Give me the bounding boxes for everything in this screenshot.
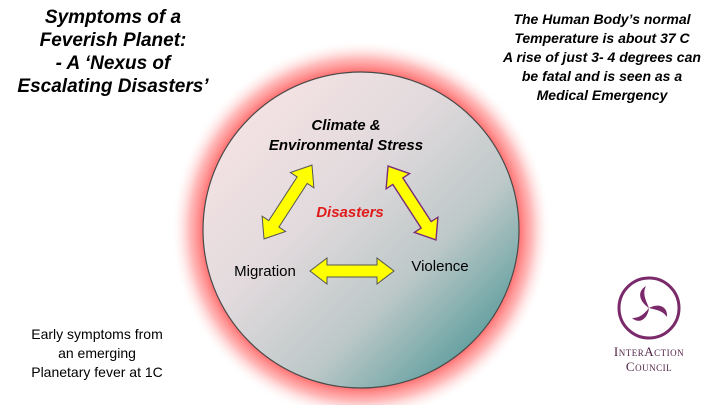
title-line: Symptoms of a [44, 7, 182, 28]
note-line: A rise of just 3- 4 degrees can [503, 49, 701, 65]
logo-triskelion-icon [632, 286, 668, 321]
footnote-line: an emerging [58, 345, 136, 361]
interaction-council-logo [617, 276, 681, 340]
center-label-disasters: Disasters [316, 204, 384, 221]
logo-line: InterAction [613, 344, 685, 359]
arrow-migration-violence [309, 256, 395, 286]
note-line: be fatal and is seen as a [521, 68, 683, 84]
logo-ring-icon [617, 276, 681, 340]
note-line: Medical Emergency [536, 87, 668, 103]
body-temperature-note: The Human Body’s normal Temperature is a… [488, 10, 716, 105]
logo-wordmark: InterAction Council [590, 344, 708, 374]
arrow-migration-climate [261, 164, 315, 240]
planet-disc [202, 71, 520, 389]
title-line: Escalating Disasters’ [17, 76, 209, 97]
node-violence: Violence [411, 258, 469, 275]
node-climate-line: Environmental Stress [268, 137, 424, 154]
title-line: Feverish Planet: [39, 30, 187, 51]
footnote-line: Early symptoms from [31, 326, 163, 342]
node-migration: Migration [234, 263, 296, 280]
arrow-climate-violence [385, 165, 439, 241]
slide-title: Symptoms of a Feverish Planet: - A ‘Nexu… [8, 6, 218, 98]
footnote-line: Planetary fever at 1C [31, 364, 163, 380]
node-climate-environmental-stress: Climate & Environmental Stress [256, 116, 436, 156]
note-line: Temperature is about 37 C [514, 30, 690, 46]
node-climate-line: Climate & [311, 117, 381, 134]
note-line: The Human Body’s normal [513, 11, 691, 27]
title-line: - A ‘Nexus of [55, 53, 171, 74]
early-symptoms-note: Early symptoms from an emerging Planetar… [2, 325, 192, 382]
logo-line: Council [625, 359, 673, 374]
